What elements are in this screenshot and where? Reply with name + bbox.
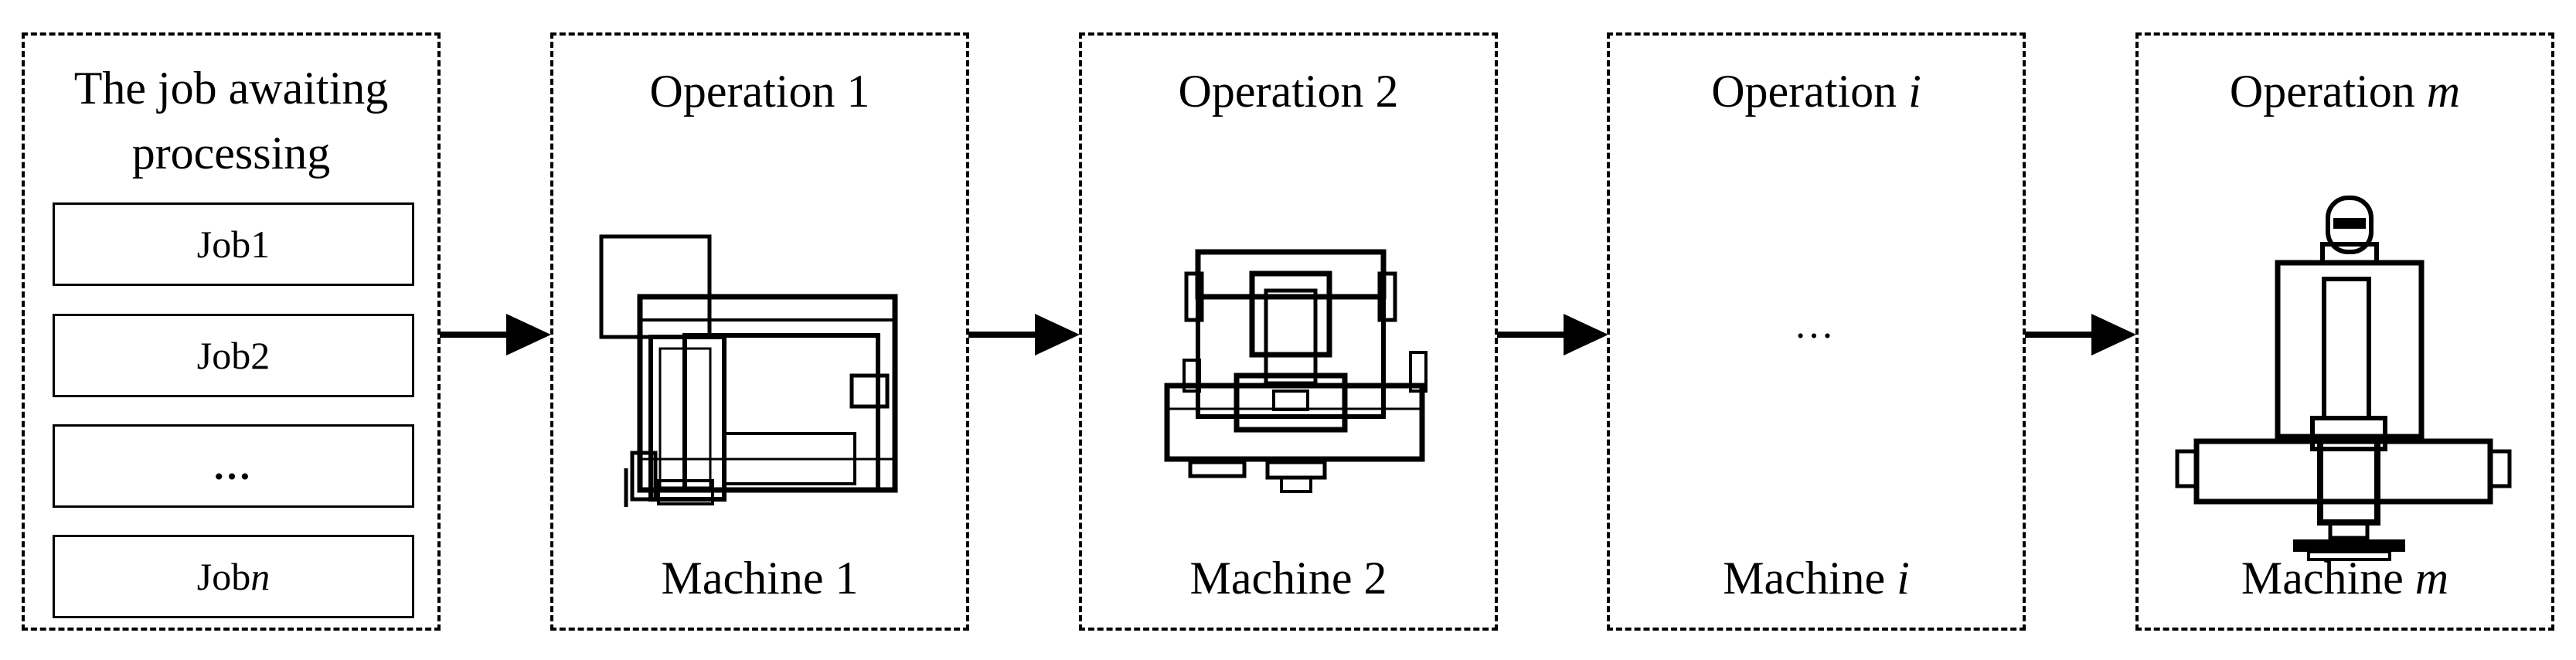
- machine-ellipsis: …: [1794, 303, 1839, 347]
- job-item: Job 2: [53, 314, 414, 397]
- operation-title: Operation 2: [1178, 66, 1399, 117]
- job-label: Job: [196, 555, 251, 598]
- operation-box: Operation 2 Machine 2: [1079, 32, 1498, 631]
- operation-box: Operation i … Machine i: [1607, 32, 2026, 631]
- job-label: Job: [196, 223, 251, 266]
- operation-title: Operation m: [2229, 66, 2461, 117]
- job-ellipsis: …: [213, 444, 254, 488]
- job-item-ellipsis: …: [53, 424, 414, 508]
- flow-arrow: [968, 314, 1080, 356]
- milling-machine-icon: [1164, 249, 1428, 493]
- operation-box: Operation 1 Machine 1: [550, 32, 969, 631]
- job-index: n: [250, 555, 271, 598]
- job-index: 1: [250, 223, 271, 266]
- job-label: Job: [196, 334, 251, 377]
- operation-box: Operation m Machine m: [2135, 32, 2554, 631]
- flow-arrow: [2025, 314, 2136, 356]
- operation-title: Operation 1: [649, 66, 870, 117]
- machine-label: Machine m: [2241, 553, 2449, 604]
- job-item: Job n: [53, 535, 414, 618]
- flow-arrow: [1497, 314, 1608, 356]
- machine-label: Machine 2: [1189, 553, 1387, 604]
- job-item: Job 1: [53, 202, 414, 286]
- job-index: 2: [250, 334, 271, 377]
- machine-label: Machine i: [1723, 553, 1910, 604]
- machine-label: Machine 1: [661, 553, 859, 604]
- lathe-machine-icon: [599, 234, 898, 507]
- job-queue-title: The job awaiting processing: [73, 63, 389, 179]
- job-queue-box: The job awaiting processing Job 1 Job 2 …: [22, 32, 441, 631]
- drilling-machine-icon: [2175, 196, 2512, 561]
- operation-title: Operation i: [1711, 66, 1921, 117]
- flow-arrow: [440, 314, 551, 356]
